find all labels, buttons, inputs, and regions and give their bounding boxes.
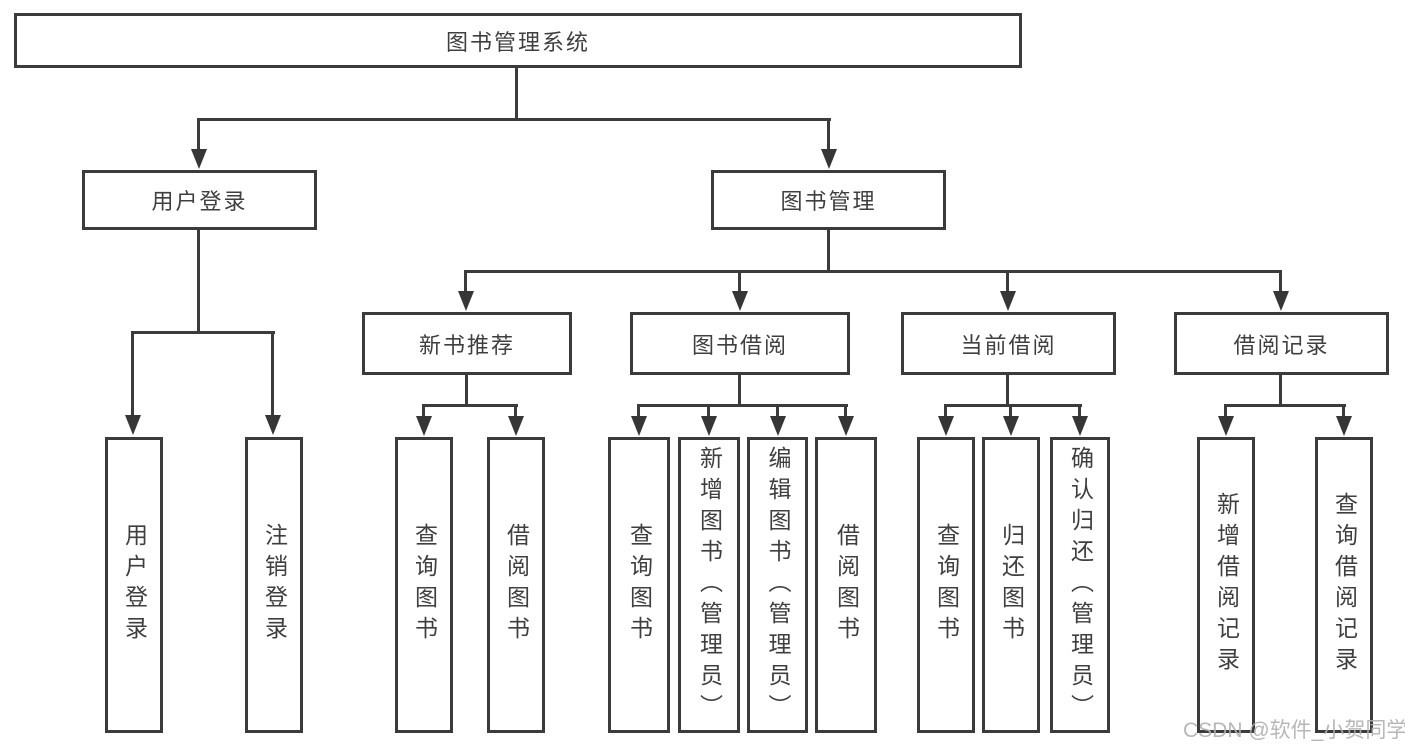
csdn-watermark: CSDN @软件_小贺同学 [1183, 719, 1405, 742]
leaf-query-borrow-record: 查询借阅记录 [1315, 437, 1373, 733]
arrow-down-icon [1273, 291, 1289, 311]
arrow-down-icon [838, 416, 854, 436]
leaf-edit-books-admin: 编辑图书（管理员） [747, 437, 808, 733]
connector-level2-rail [197, 118, 831, 121]
arrow-down-icon [631, 416, 647, 436]
arrow-down-icon [416, 416, 432, 436]
connector-shaft [131, 331, 134, 416]
connector-shaft [944, 404, 947, 417]
connector-stem [1279, 375, 1282, 406]
arrow-down-icon [191, 149, 207, 169]
connector-shaft [776, 404, 779, 417]
connector-shaft [1342, 404, 1345, 417]
arrow-down-icon [938, 416, 954, 436]
leaf-add-borrow-record: 新增借阅记录 [1197, 437, 1255, 733]
node-current-borrow: 当前借阅 [901, 312, 1116, 375]
leaf-user-login: 用户登录 [105, 437, 163, 733]
arrow-down-icon [770, 416, 786, 436]
connector-rail [1224, 404, 1346, 407]
connector-stem [465, 375, 468, 406]
arrow-down-icon [1072, 416, 1088, 436]
arrow-down-icon [732, 291, 748, 311]
connector-stem [738, 375, 741, 406]
leaf-logout: 注销登录 [245, 437, 303, 733]
node-borrow-records: 借阅记录 [1174, 312, 1389, 375]
arrow-down-icon [458, 291, 474, 311]
leaf-borrow-books: 借阅图书 [815, 437, 877, 733]
node-new-book-recommend: 新书推荐 [362, 312, 572, 375]
connector-shaft [464, 270, 467, 292]
connector-shaft [827, 118, 830, 150]
arrow-down-icon [508, 416, 524, 436]
connector-shaft [1078, 404, 1081, 417]
connector-book-mgmt-stem [827, 230, 830, 272]
node-book-borrow: 图书借阅 [630, 312, 850, 375]
arrow-down-icon [1218, 416, 1234, 436]
connector-rail [422, 404, 518, 407]
connector-shaft [514, 404, 517, 417]
connector-shaft [1224, 404, 1227, 417]
connector-shaft [197, 118, 200, 150]
arrow-down-icon [1003, 416, 1019, 436]
connector-rail [637, 404, 848, 407]
leaf-confirm-return-admin: 确认归还（管理员） [1050, 437, 1110, 733]
node-user-login: 用户登录 [82, 170, 317, 230]
arrow-down-icon [1336, 416, 1352, 436]
connector-shaft [844, 404, 847, 417]
connector-shaft [422, 404, 425, 417]
arrow-down-icon [125, 415, 141, 435]
connector-root-stem [515, 68, 518, 120]
connector-user-login-rail [131, 331, 275, 334]
leaf-return-books: 归还图书 [982, 437, 1040, 733]
arrow-down-icon [821, 149, 837, 169]
leaf-add-books-admin: 新增图书（管理员） [678, 437, 740, 733]
connector-rail [944, 404, 1082, 407]
connector-level3-rail [464, 270, 1282, 273]
connector-user-login-stem [197, 230, 200, 333]
connector-shaft [1009, 404, 1012, 417]
leaf-query-books-borrow: 查询图书 [608, 437, 670, 733]
node-book-management: 图书管理 [711, 170, 946, 230]
connector-shaft [271, 331, 274, 416]
leaf-query-books-current: 查询图书 [917, 437, 975, 733]
arrow-down-icon [1000, 291, 1016, 311]
connector-shaft [1006, 270, 1009, 292]
leaf-query-books-recommend: 查询图书 [395, 437, 453, 733]
connector-shaft [707, 404, 710, 417]
arrow-down-icon [701, 416, 717, 436]
arrow-down-icon [265, 415, 281, 435]
connector-stem [1006, 375, 1009, 406]
connector-shaft [738, 270, 741, 292]
connector-shaft [637, 404, 640, 417]
leaf-borrow-books-recommend: 借阅图书 [487, 437, 545, 733]
node-library-management-system: 图书管理系统 [14, 13, 1022, 68]
connector-shaft [1279, 270, 1282, 292]
